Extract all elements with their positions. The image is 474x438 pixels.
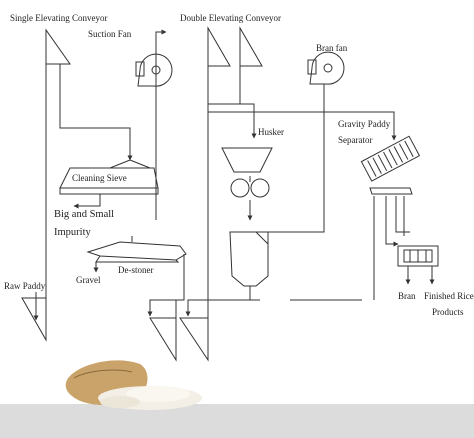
- bottom-hoppers: [149, 300, 209, 362]
- gravity-paddy-label: Gravity Paddy: [338, 119, 391, 129]
- bran-fan-icon: [268, 51, 345, 233]
- husker-icon: [221, 147, 273, 221]
- finished-rice-label-line2: Products: [432, 307, 464, 317]
- finished-rice-label-line1: Finished Rice: [424, 291, 474, 301]
- double-elevating-conveyor: [207, 26, 263, 360]
- floor-strip: [0, 404, 474, 438]
- gravel-label: Gravel: [76, 275, 101, 285]
- double-elevating-conveyor-label: Double Elevating Conveyor: [180, 13, 281, 23]
- gravity-paddy-separator-icon: [360, 135, 421, 182]
- impurity-label-line2: Impurity: [54, 227, 91, 238]
- suction-fan-icon: [135, 29, 173, 87]
- destoner-output: [147, 254, 185, 317]
- cleaning-sieve-label: Cleaning Sieve: [72, 173, 127, 183]
- separator-output-2: [385, 196, 399, 247]
- de-stoner-icon: [86, 236, 187, 263]
- suction-fan-label: Suction Fan: [88, 29, 132, 39]
- bran-label: Bran: [398, 291, 416, 301]
- impurity-label-line1: Big and Small: [54, 209, 115, 220]
- flow-to-husker: [208, 103, 257, 139]
- husk-aspirator-icon: [229, 231, 269, 300]
- separator-output-3: [395, 196, 410, 233]
- single-elevating-conveyor: [21, 28, 71, 342]
- cleaning-sieve-icon: [59, 159, 159, 195]
- bran-fan-label: Bran fan: [316, 43, 348, 53]
- separator-base: [369, 187, 413, 195]
- flow-to-cleaning-sieve: [59, 64, 133, 161]
- flow-to-second-hopper: [185, 299, 260, 317]
- rice-polisher-icon: [397, 245, 439, 267]
- husker-label: Husker: [258, 127, 284, 137]
- impurity-arrow: [73, 194, 101, 209]
- de-stoner-label: De-stoner: [118, 265, 154, 275]
- raw-paddy-label: Raw Paddy: [4, 281, 46, 291]
- single-elevating-conveyor-label: Single Elevating Conveyor: [10, 13, 108, 23]
- rice-sack-image: [65, 360, 202, 410]
- flow-to-separator: [208, 111, 397, 141]
- separator-label: Separator: [338, 135, 373, 145]
